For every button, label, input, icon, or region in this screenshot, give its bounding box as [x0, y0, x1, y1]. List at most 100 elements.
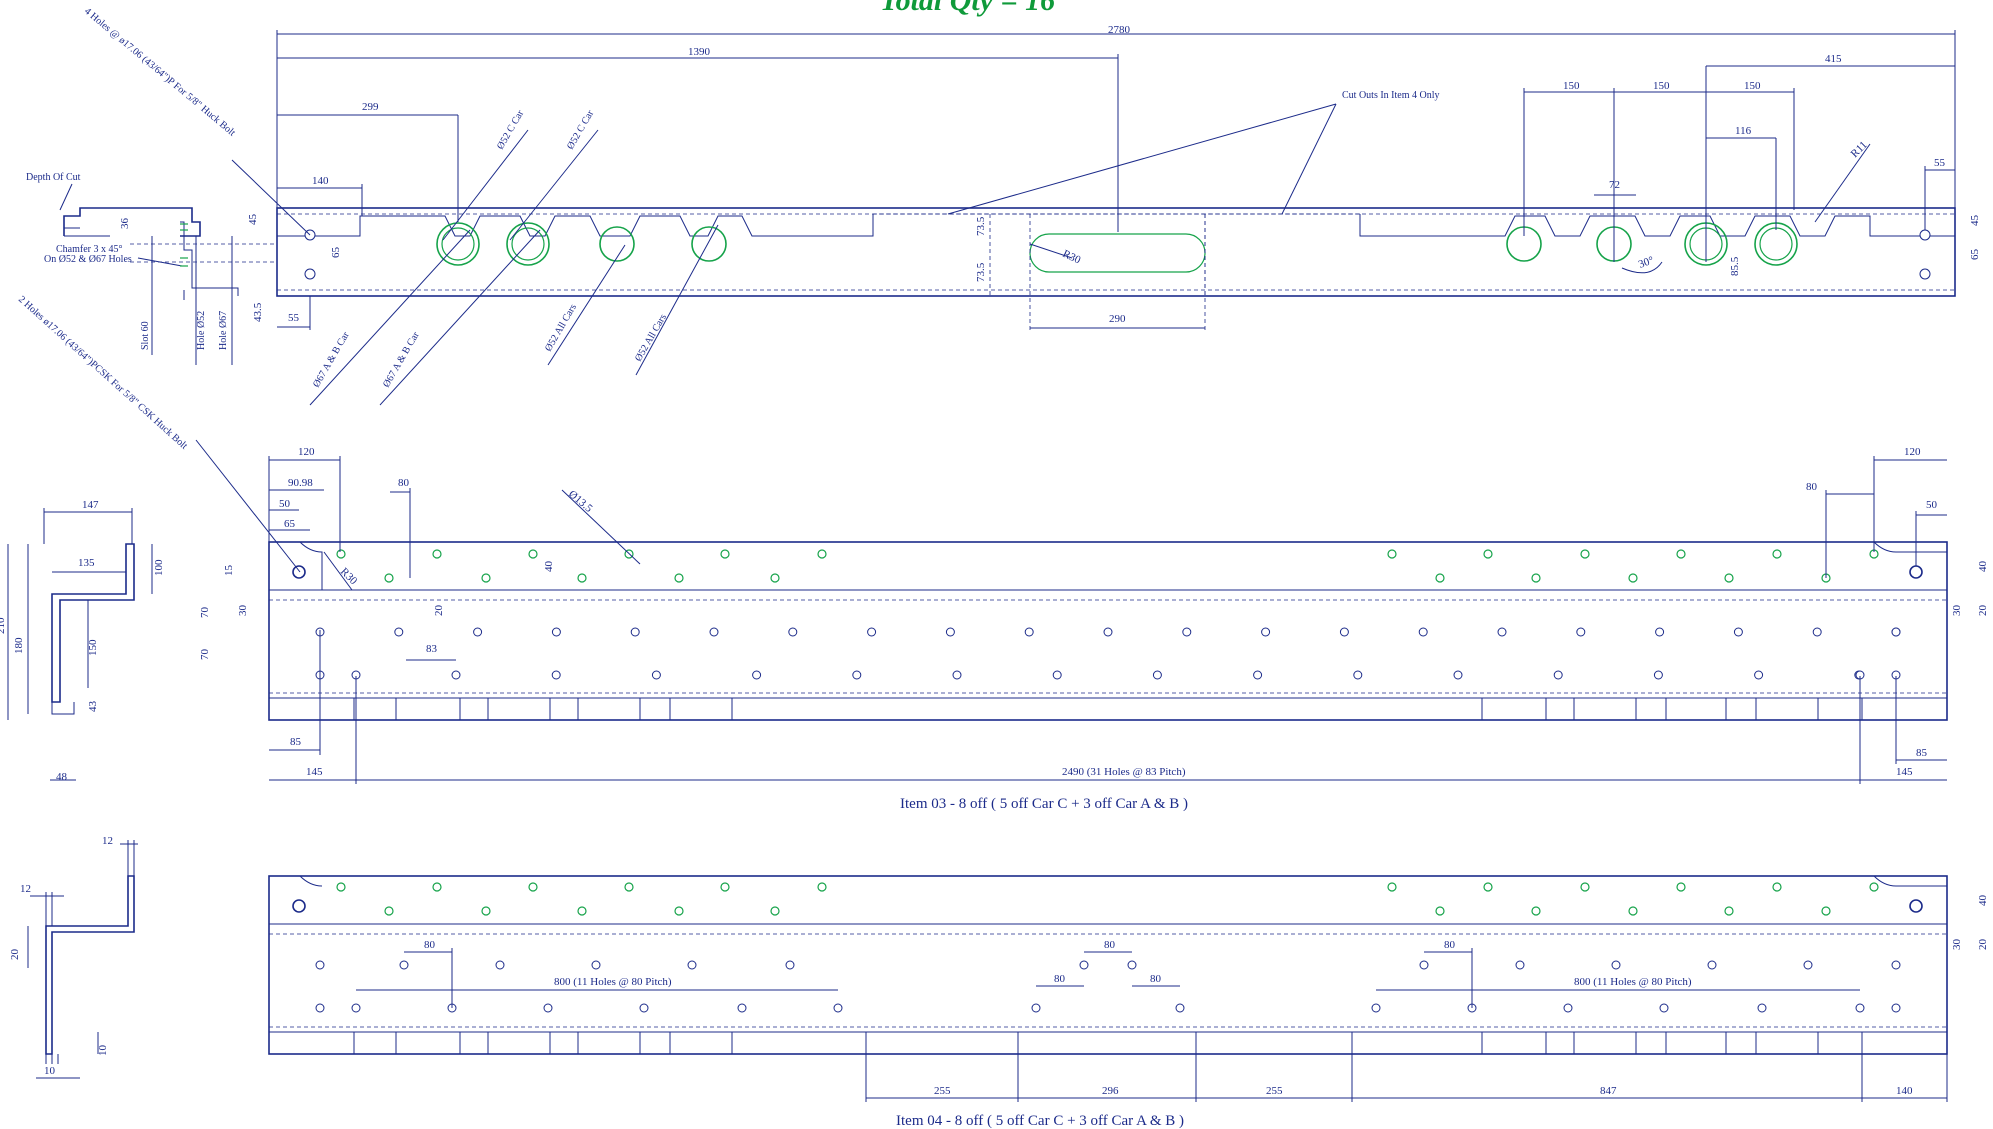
item03-view: 120 90.98 50 65 80 15 30 70 70 40 20 83 … [0, 446, 1989, 812]
bolt-hole [1515, 960, 1525, 970]
bolt-hole [1553, 670, 1563, 680]
bolt-hole [1079, 960, 1089, 970]
bolt-hole [1103, 627, 1113, 637]
bolt-hole [1733, 627, 1743, 637]
dim4-80b: 80 [1104, 939, 1116, 951]
dim-145-left: 145 [306, 766, 323, 778]
bolt-hole [752, 670, 762, 680]
dim-70a: 70 [199, 607, 211, 619]
cut-hole [1483, 549, 1493, 559]
sec-dim-135: 135 [78, 557, 95, 569]
sec-dim-100: 100 [153, 559, 165, 576]
dim-80-right: 80 [1806, 481, 1818, 493]
cut-hole [1772, 549, 1782, 559]
item04-outline [268, 875, 1948, 1055]
dim-2780: 2780 [1108, 24, 1131, 36]
bolt-hole [788, 627, 798, 637]
bolt-hole [399, 960, 409, 970]
bolt-hole [1757, 1003, 1767, 1013]
item03-outline [268, 541, 1948, 721]
sec-dim-147: 147 [82, 499, 99, 511]
bolt-hole [1497, 627, 1507, 637]
dim-43-5: 43.5 [252, 302, 264, 322]
sec-dim-210: 210 [0, 617, 7, 634]
dim-55: 55 [288, 312, 300, 324]
bolt-hole [833, 1003, 843, 1013]
cut-hole [1531, 906, 1541, 916]
bolt-hole [451, 670, 461, 680]
dim-90-98: 90.98 [288, 477, 313, 489]
bolt-hole [1418, 627, 1428, 637]
cut-hole [817, 882, 827, 892]
bolt-hole [1371, 1003, 1381, 1013]
cut-hole [1387, 549, 1397, 559]
note-52-all-2: Ø52 All Cars [633, 312, 669, 363]
bolt-hole [1655, 627, 1665, 637]
bolt-hole [852, 670, 862, 680]
cut-hole [432, 549, 442, 559]
bolt-hole [551, 627, 561, 637]
item03-green-holes [336, 549, 1879, 583]
item04-view: 80 800 (11 Holes @ 80 Pitch) 80 80 80 80… [9, 835, 1989, 1129]
bolt-hole [1182, 627, 1192, 637]
cut-hole [1531, 573, 1541, 583]
top-view-outline [276, 207, 1956, 297]
bolt-hole [1052, 670, 1062, 680]
cut-hole [336, 882, 346, 892]
bolt-hole [639, 1003, 649, 1013]
dim4-296: 296 [1102, 1085, 1119, 1097]
cut-hole [1628, 906, 1638, 916]
cut-hole [770, 906, 780, 916]
bolt-hole [945, 627, 955, 637]
dim-120-right: 120 [1904, 446, 1921, 458]
bolt-hole [1339, 627, 1349, 637]
sec-dim-43: 43 [87, 701, 99, 713]
note-52-c-car-1: Ø52 C Car [495, 108, 527, 152]
dim-65-left: 65 [284, 518, 296, 530]
bolt-hole [709, 627, 719, 637]
dim4-847: 847 [1600, 1085, 1617, 1097]
bolt-hole [591, 960, 601, 970]
sec-dim-150: 150 [87, 639, 99, 656]
bolt-hole [1563, 1003, 1573, 1013]
note-cut-outs: Cut Outs In Item 4 Only [1342, 90, 1440, 101]
cut-hole [674, 573, 684, 583]
cut-hole [720, 882, 730, 892]
dim-140: 140 [312, 175, 329, 187]
dim-73-5a: 73.5 [975, 216, 987, 236]
note-chamfer: Chamfer 3 x 45° [56, 244, 122, 255]
bolt-hole [1653, 670, 1663, 680]
bolt-hole [495, 960, 505, 970]
sec-dim-48: 48 [56, 771, 68, 783]
dim-55-right: 55 [1934, 157, 1946, 169]
dim-116: 116 [1735, 125, 1752, 137]
item03-caption: Item 03 - 8 off ( 5 off Car C + 3 off Ca… [900, 796, 1188, 812]
dim-50-left: 50 [279, 498, 291, 510]
dim-45-right: 45 [1969, 215, 1981, 227]
bolt-hole [1175, 1003, 1185, 1013]
dim-299: 299 [362, 101, 379, 113]
cut-hole [1869, 882, 1879, 892]
cut-hole [1435, 573, 1445, 583]
cut-hole [720, 549, 730, 559]
sec4-dim-20: 20 [9, 949, 21, 961]
sec4-dim-10a: 10 [97, 1045, 109, 1057]
dim-45: 45 [247, 214, 259, 226]
cut-hole [1724, 573, 1734, 583]
bolt-hole [351, 1003, 361, 1013]
cut-hole [624, 549, 634, 559]
item04-caption: Item 04 - 8 off ( 5 off Car C + 3 off Ca… [896, 1113, 1184, 1129]
bolt-hole [1803, 960, 1813, 970]
dim-290: 290 [1109, 313, 1126, 325]
dim4-30: 30 [1951, 939, 1963, 951]
radius-r30-item03: R30 [338, 566, 360, 588]
cut-hole [481, 906, 491, 916]
note-4-holes: 4 Holes @ ø17.06 (43/64")P For 5/8" Huck… [82, 6, 237, 139]
cut-holes-left [436, 222, 727, 266]
bolt-hole [1031, 1003, 1041, 1013]
cut-hole [1724, 906, 1734, 916]
dim4-pitch1: 800 (11 Holes @ 80 Pitch) [554, 976, 672, 988]
note-depth-of-cut: Depth Of Cut [26, 172, 81, 183]
dim-65: 65 [330, 247, 342, 259]
note-hole-52: Hole Ø52 [196, 311, 207, 350]
